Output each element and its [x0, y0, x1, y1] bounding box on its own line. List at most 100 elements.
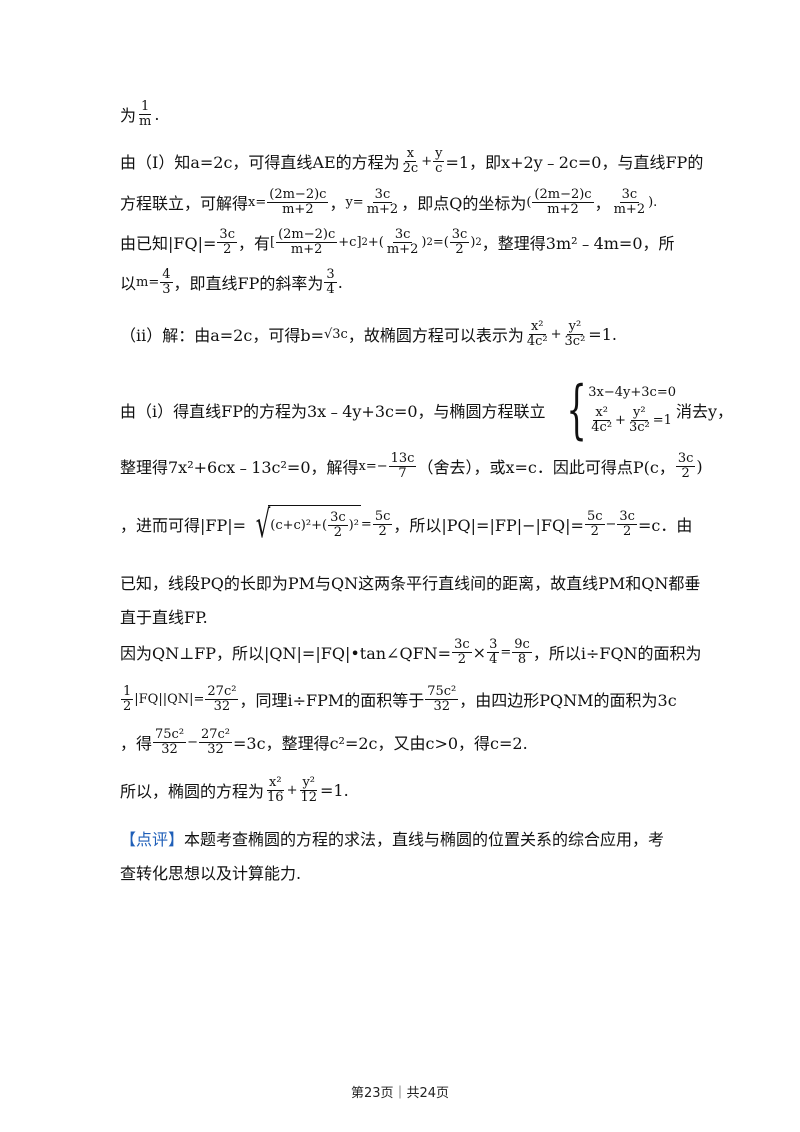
math-text: +c]	[338, 234, 362, 250]
plus-sign: +	[550, 326, 562, 342]
text: =c．由	[637, 516, 693, 535]
times-sign: ×	[472, 642, 487, 662]
brace: {	[565, 373, 587, 447]
text: ，有	[237, 234, 270, 254]
numerator: 3c	[619, 187, 640, 203]
numerator: (2m−2)c	[267, 187, 329, 203]
text: ，即直线FP的斜率为	[173, 274, 324, 294]
text: 方程联立，可解得	[120, 194, 249, 214]
review-tag: 【点评】	[120, 830, 185, 849]
numerator: (2m−2)c	[532, 187, 594, 203]
text: ，由四边形PQNM的面积为3c	[459, 691, 677, 711]
numerator: y	[433, 146, 445, 162]
exponent: 2	[426, 236, 433, 248]
text: ，故椭圆方程可以表示为	[347, 326, 524, 346]
math-text: (c+c)²+(	[270, 518, 328, 533]
denominator: 2	[378, 523, 387, 539]
text: =1，即x+2y﹣2c=0，与直线FP的	[445, 153, 704, 173]
exponent: 2	[475, 236, 482, 248]
text: 以	[120, 274, 137, 294]
numerator: 3c	[328, 510, 348, 526]
numerator: 3c	[217, 227, 237, 243]
line-7: 由（i）得直线FP的方程为3x﹣4y+3c=0，与椭圆方程联立 { 3x−4y+…	[120, 378, 733, 442]
text: （ii）解：由a=2c，可得b=	[120, 326, 324, 346]
denominator: m	[139, 113, 152, 129]
numerator: 5c	[372, 508, 393, 525]
numerator: 75c²	[425, 684, 459, 700]
plus-sign: +	[615, 413, 626, 428]
text: （舍去），或x=c．因此可得点P(c，	[417, 458, 675, 478]
numerator: 5c	[584, 508, 605, 525]
bracket-open: [	[270, 234, 276, 250]
math-text: )	[470, 234, 476, 250]
math-text: x=−	[358, 458, 388, 474]
system-row-1: 3x−4y+3c=0	[588, 385, 676, 401]
denominator: 12	[300, 789, 318, 805]
denominator: 32	[207, 741, 224, 757]
text: 查转化思想以及计算能力.	[120, 864, 302, 883]
numerator: 3	[487, 637, 500, 653]
denominator: 32	[433, 698, 451, 714]
numerator: 9c	[512, 637, 532, 653]
numerator: 3c	[372, 187, 393, 203]
sqrt-three-c: √3c	[323, 326, 348, 342]
denominator: m+2	[547, 201, 579, 217]
text: 消去y，	[675, 402, 734, 421]
comma: ，	[594, 194, 611, 214]
denominator: 2	[681, 465, 690, 481]
denominator: m+2	[386, 241, 419, 257]
denominator: 2	[623, 523, 632, 539]
line-17: 查转化思想以及计算能力.	[120, 860, 301, 884]
text: 由（i）得直线FP的方程为3x﹣4y+3c=0，与椭圆方程联立	[120, 402, 546, 421]
numerator: 3	[324, 267, 337, 283]
numerator: 1	[139, 99, 152, 115]
radical-sign: √	[255, 502, 271, 546]
numerator: y²	[631, 405, 648, 421]
text: ，所以i÷FQN的面积为	[532, 644, 702, 664]
math-text: +(	[367, 234, 384, 250]
text: =1.	[320, 780, 349, 800]
denominator: 3c²	[564, 333, 586, 349]
math-text: y=	[345, 194, 364, 210]
numerator: x	[404, 146, 417, 162]
text: ，所以|PQ|=|FP|−|FQ|=	[393, 516, 584, 535]
page-footer: 第23页｜共24页	[350, 1086, 450, 1101]
numerator: y²	[300, 775, 318, 791]
math-text: =	[500, 644, 512, 660]
numerator: x²	[267, 775, 284, 791]
text: =3c，整理得c²=2c，又由c>0，得c=2.	[233, 734, 528, 754]
